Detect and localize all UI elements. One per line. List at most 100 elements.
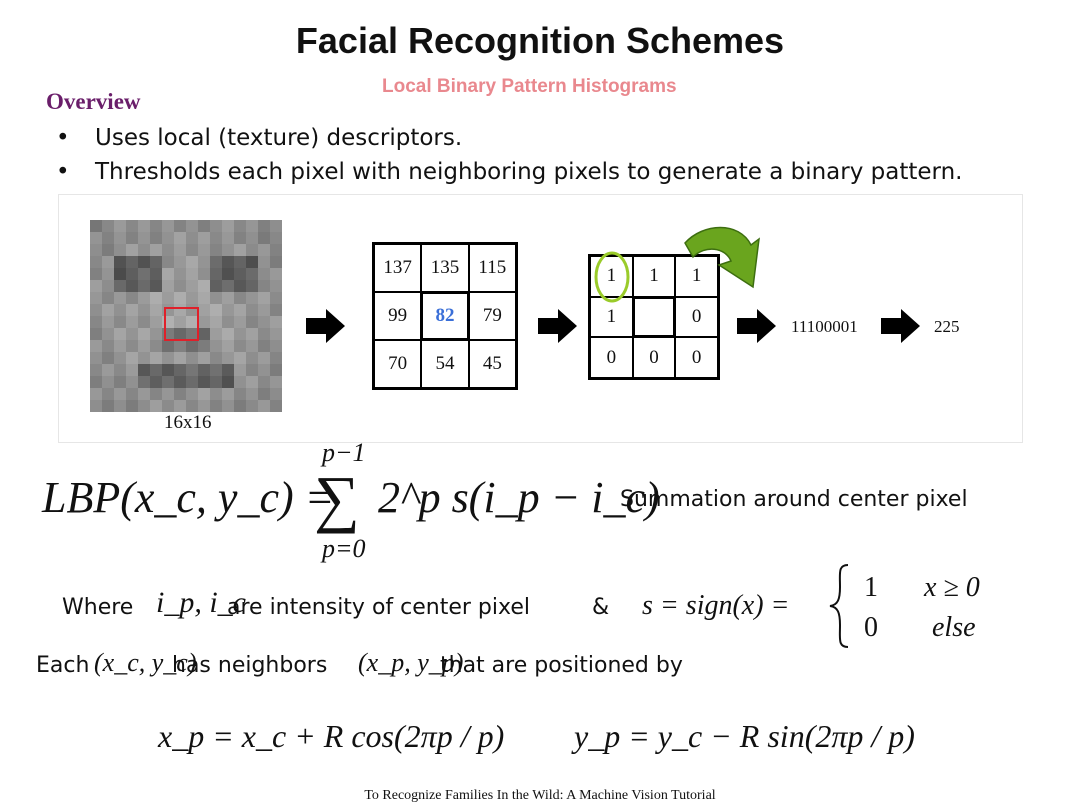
face-pixel: [150, 268, 162, 280]
face-pixel: [126, 292, 138, 304]
face-pixel: [126, 352, 138, 364]
face-pixel: [258, 220, 270, 232]
face-pixel: [270, 280, 282, 292]
face-pixel: [234, 292, 246, 304]
face-pixel: [186, 244, 198, 256]
face-pixel: [102, 292, 114, 304]
where-label: Where: [62, 595, 134, 620]
face-pixel: [234, 352, 246, 364]
face-pixel: [162, 400, 174, 412]
center-pixel-cell: 82: [421, 292, 469, 340]
face-pixel: [150, 256, 162, 268]
face-pixel: [270, 268, 282, 280]
selection-box: [164, 307, 199, 341]
face-pixel: [174, 220, 186, 232]
face-pixel: [222, 340, 234, 352]
face-pixel: [90, 256, 102, 268]
pixel-cell: 54: [421, 340, 469, 388]
pixel-cell: 99: [374, 292, 422, 340]
face-pixel: [222, 292, 234, 304]
face-pixel: [114, 364, 126, 376]
face-pixel: [222, 328, 234, 340]
face-pixel: [102, 340, 114, 352]
face-pixel: [126, 280, 138, 292]
face-pixel: [90, 328, 102, 340]
face-pixel: [102, 352, 114, 364]
face-pixel: [126, 376, 138, 388]
face-pixel: [234, 232, 246, 244]
face-pixel: [90, 280, 102, 292]
face-pixel: [90, 376, 102, 388]
face-pixel: [258, 268, 270, 280]
pixel-cell: 70: [374, 340, 422, 388]
face-pixel: [234, 316, 246, 328]
face-pixel: [174, 268, 186, 280]
pixel-grid: 137 135 115 99 82 79 70 54 45: [372, 242, 518, 390]
face-pixel: [90, 292, 102, 304]
overview-heading: Overview: [46, 89, 141, 114]
face-pixel: [102, 244, 114, 256]
face-pixel: [210, 244, 222, 256]
face-pixel: [174, 328, 186, 340]
positioned-label: that are positioned by: [440, 653, 683, 678]
face-pixel: [102, 280, 114, 292]
face-pixel: [114, 376, 126, 388]
face-pixel: [114, 304, 126, 316]
face-pixel: [126, 388, 138, 400]
face-pixel: [114, 328, 126, 340]
face-pixel: [90, 232, 102, 244]
bullet-symbol: •: [56, 159, 70, 185]
face-pixel: [102, 388, 114, 400]
face-pixel: [114, 280, 126, 292]
face-pixel: [102, 232, 114, 244]
face-pixel: [210, 316, 222, 328]
case-one-value: 1: [864, 572, 878, 603]
face-pixel: [258, 256, 270, 268]
face-pixel: [258, 304, 270, 316]
face-pixel: [222, 244, 234, 256]
face-pixel: [126, 304, 138, 316]
binary-cell: 1: [675, 256, 718, 297]
face-pixel: [138, 268, 150, 280]
each-label: Each: [36, 653, 90, 678]
face-pixel: [102, 304, 114, 316]
face-pixel: [210, 256, 222, 268]
right-arrow-icon: [306, 309, 345, 343]
face-pixel: [246, 364, 258, 376]
face-pixel: [222, 388, 234, 400]
face-pixel: [270, 364, 282, 376]
face-pixel: [222, 256, 234, 268]
face-pixel: [222, 400, 234, 412]
face-pixel: [198, 220, 210, 232]
face-pixel: [198, 328, 210, 340]
face-pixel: [126, 244, 138, 256]
image-size-label: 16x16: [164, 412, 212, 433]
face-pixel: [114, 292, 126, 304]
face-pixel: [138, 352, 150, 364]
face-pixel: [246, 280, 258, 292]
face-pixel: [90, 352, 102, 364]
face-pixel: [174, 316, 186, 328]
face-pixel: [150, 220, 162, 232]
face-pixel: [258, 388, 270, 400]
face-pixel: [114, 232, 126, 244]
xp-equation: x_p = x_c + R cos(2πp / p): [158, 718, 505, 754]
face-pixel: [258, 280, 270, 292]
face-pixel: [222, 352, 234, 364]
face-pixel: [126, 232, 138, 244]
face-pixel: [258, 352, 270, 364]
face-pixel: [174, 232, 186, 244]
face-pixel: [186, 340, 198, 352]
face-pixel: [186, 220, 198, 232]
has-neighbors-label: has neighbors: [172, 653, 328, 678]
face-pixel: [102, 364, 114, 376]
face-pixel: [186, 280, 198, 292]
start-bit-circle-icon: [594, 251, 630, 303]
face-pixel: [246, 268, 258, 280]
face-pixel: [114, 340, 126, 352]
face-pixel: [258, 364, 270, 376]
face-pixel: [126, 268, 138, 280]
bullet-list: •Uses local (texture) descriptors. •Thre…: [56, 121, 962, 189]
face-pixel: [174, 280, 186, 292]
face-pixel: [246, 220, 258, 232]
